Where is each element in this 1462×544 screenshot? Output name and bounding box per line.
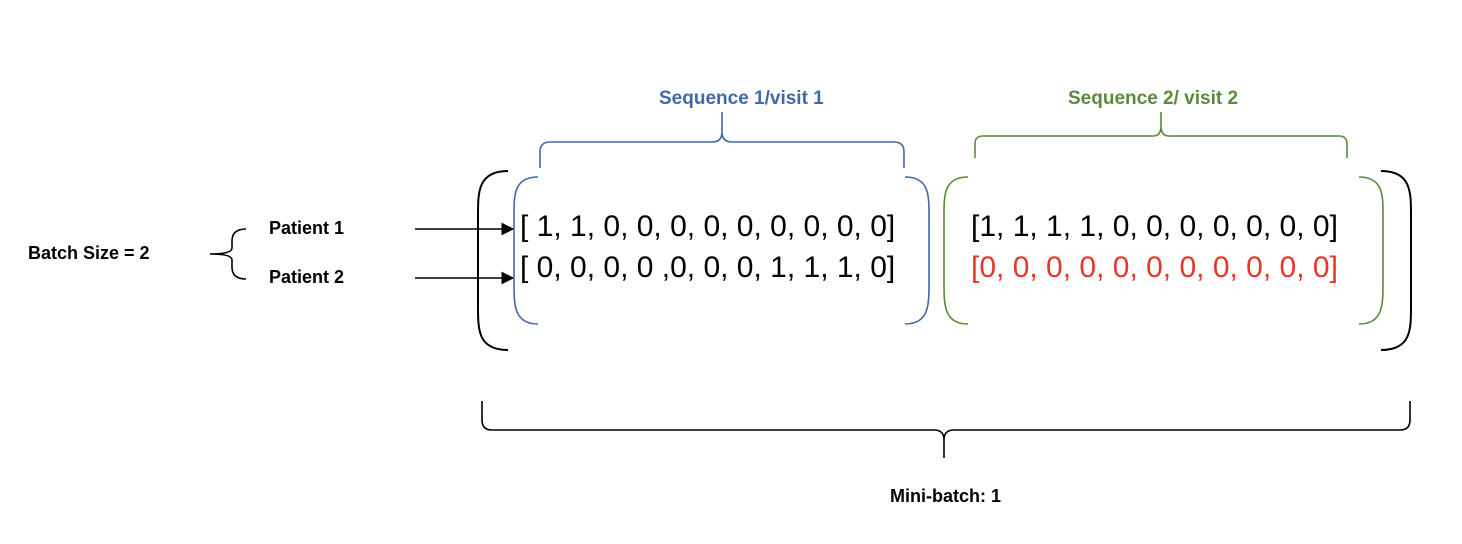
mini-batch-label: Mini-batch: 1 bbox=[890, 486, 1001, 506]
sequence-2-patient-1-vector: [1, 1, 1, 1, 0, 0, 0, 0, 0, 0, 0] bbox=[971, 210, 1338, 243]
patients-brace bbox=[209, 228, 247, 280]
sequence-2-top-brace bbox=[974, 112, 1348, 158]
patient-2-label: Patient 2 bbox=[269, 267, 345, 287]
sequence-1-label: Sequence 1/visit 1 bbox=[659, 88, 824, 109]
outer-right-paren bbox=[1380, 170, 1412, 351]
mini-batch-brace bbox=[481, 401, 1411, 458]
sequence-2-left-paren bbox=[943, 176, 969, 325]
sequence-1-patient-1-vector: [ 1, 1, 0, 0, 0, 0, 0, 0, 0, 0, 0] bbox=[520, 210, 896, 243]
batch-size-label: Batch Size = 2 bbox=[28, 243, 150, 263]
sequence-2-right-paren bbox=[1358, 176, 1384, 325]
sequence-2-patient-2-padding-vector: [0, 0, 0, 0, 0, 0, 0, 0, 0, 0, 0] bbox=[971, 251, 1338, 284]
sequence-1-left-paren bbox=[513, 176, 539, 325]
patient-1-label: Patient 1 bbox=[269, 218, 345, 238]
sequence-2-label: Sequence 2/ visit 2 bbox=[1068, 88, 1239, 109]
sequence-1-top-brace bbox=[539, 112, 905, 168]
outer-left-paren bbox=[477, 170, 509, 351]
sequence-1-patient-2-vector: [ 0, 0, 0, 0 ,0, 0, 0, 1, 1, 1, 0] bbox=[520, 251, 896, 284]
sequence-1-right-paren bbox=[904, 176, 930, 325]
